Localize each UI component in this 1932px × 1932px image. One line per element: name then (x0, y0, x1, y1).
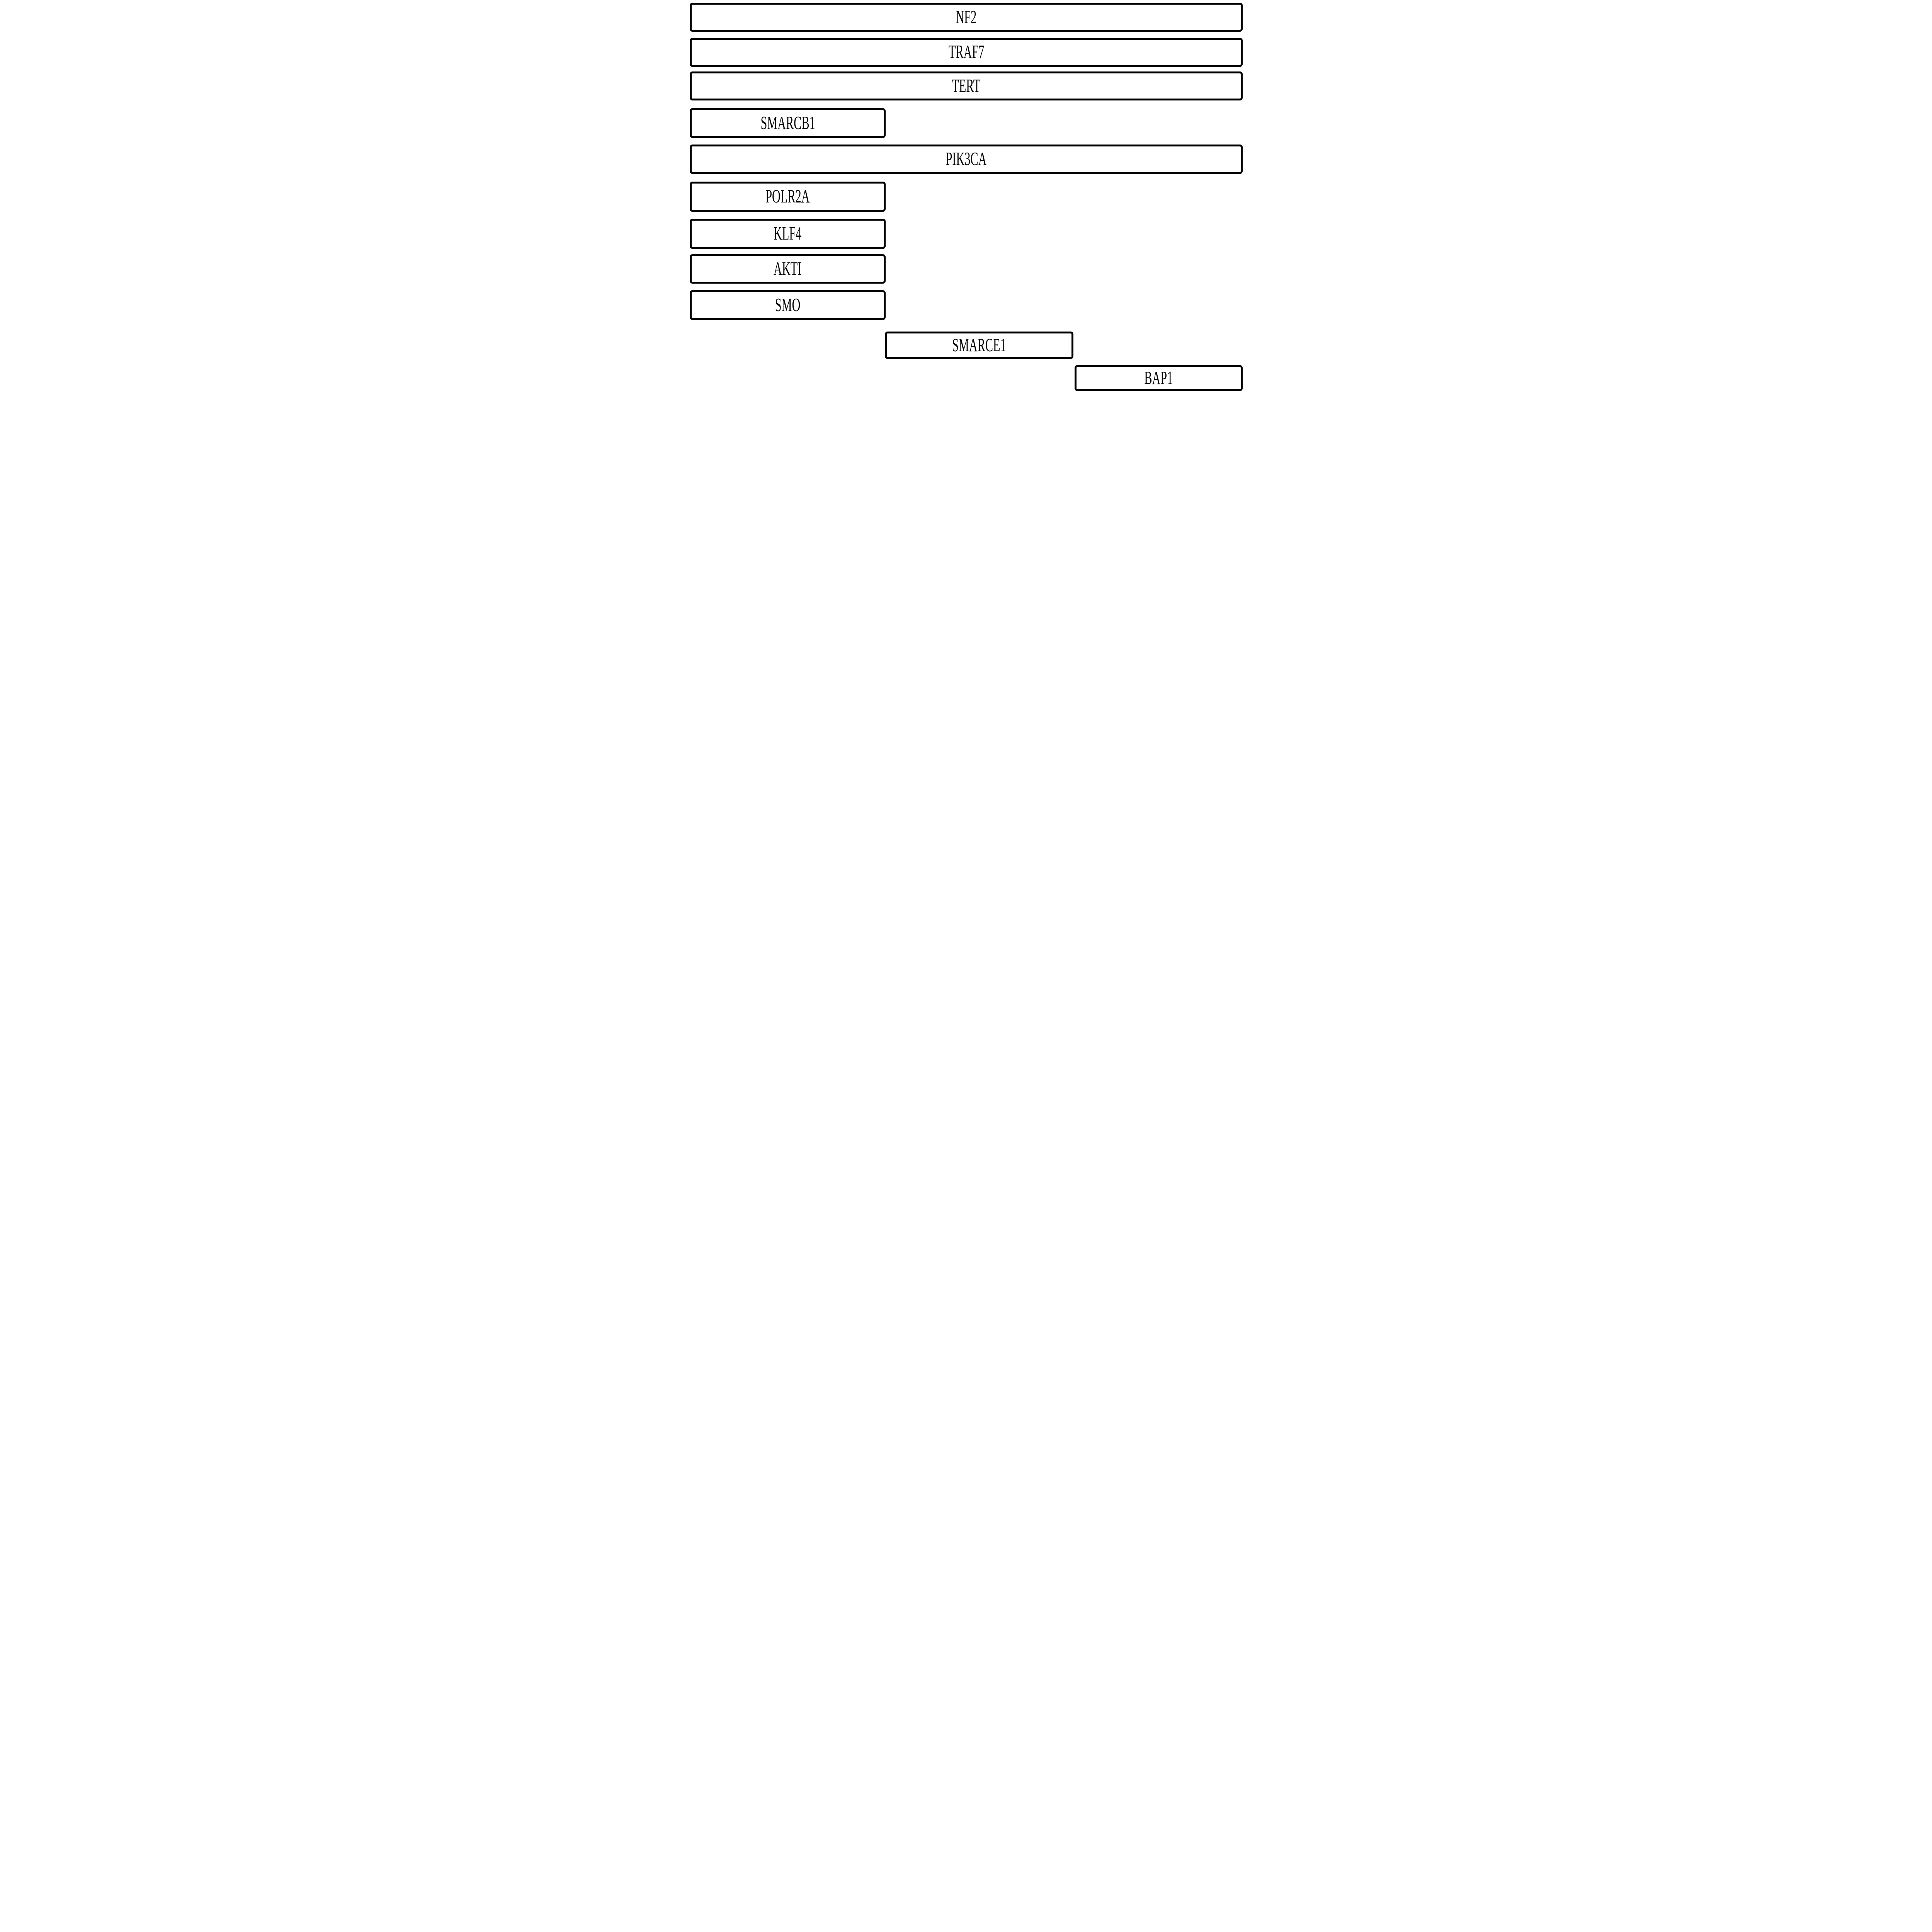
gene-box-smo: SMO (690, 290, 886, 320)
gene-box-tert: TERT (690, 71, 1243, 101)
gene-box-bap1: BAP1 (1074, 365, 1243, 391)
gene-label-klf4: KLF4 (774, 223, 802, 244)
gene-label-nf2: NF2 (956, 7, 977, 28)
gene-label-smo: SMO (775, 295, 801, 316)
gene-box-nf2: NF2 (690, 3, 1243, 32)
gene-box-akti: AKTI (690, 254, 886, 284)
gene-label-polr2a: POLR2A (765, 186, 810, 207)
gene-label-bap1: BAP1 (1144, 368, 1173, 389)
gene-label-pik3ca: PIK3CA (946, 149, 987, 170)
gene-box-traf7: TRAF7 (690, 38, 1243, 67)
gene-label-smarce1: SMARCE1 (952, 335, 1006, 356)
gene-label-tert: TERT (952, 76, 981, 97)
gene-label-smarcb1: SMARCB1 (760, 113, 815, 134)
gene-label-traf7: TRAF7 (948, 42, 984, 63)
gene-box-pik3ca: PIK3CA (690, 145, 1243, 174)
gene-label-akti: AKTI (774, 259, 802, 279)
gene-box-smarcb1: SMARCB1 (690, 108, 886, 138)
gene-box-polr2a: POLR2A (690, 182, 886, 212)
gene-diagram-canvas: NF2 TRAF7 TERT SMARCB1 PIK3CA POLR2A KLF… (687, 0, 1245, 395)
gene-box-smarce1: SMARCE1 (884, 332, 1074, 359)
gene-box-klf4: KLF4 (690, 219, 886, 249)
